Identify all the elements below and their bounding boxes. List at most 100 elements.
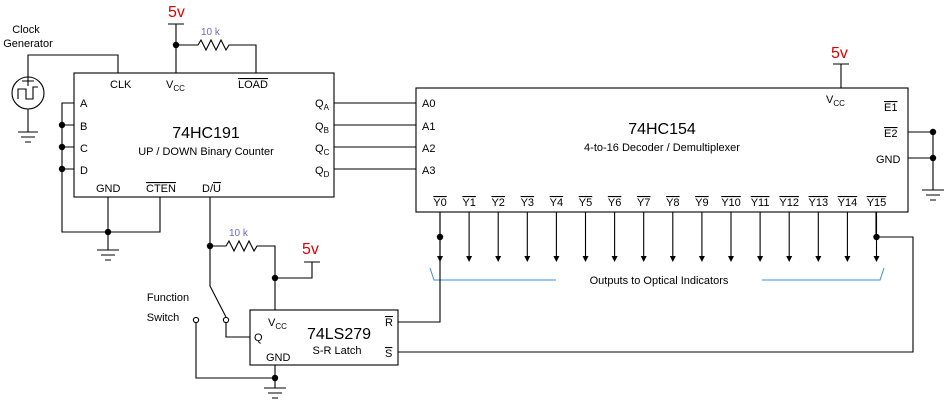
ground-icon — [97, 249, 119, 261]
decoder-output-label-y9: Y9 — [695, 197, 708, 209]
output-arrow-icon — [757, 256, 764, 262]
resistor-label-load: 10 k — [201, 27, 221, 38]
address-bus — [334, 102, 416, 170]
latch-body — [249, 309, 399, 366]
function-switch-label-line2: Switch — [147, 312, 179, 324]
decoder-output-label-y12: Y12 — [779, 197, 799, 209]
output-arrow-icon — [553, 256, 560, 262]
power-label-counter: 5v — [168, 4, 185, 21]
counter-pin-qc: QC — [315, 143, 330, 157]
square-wave-icon — [17, 86, 38, 100]
decoder-output-label-y4: Y4 — [550, 197, 563, 209]
decoder-pin-a0: A0 — [422, 98, 435, 110]
function-switch[interactable]: 10 k Function Switch — [147, 197, 276, 379]
plus-icon — [22, 76, 34, 86]
switch-to-latch-q-wire — [225, 323, 250, 338]
output-arrow-icon — [698, 256, 705, 262]
latch-pin-vcc: VCC — [268, 317, 287, 331]
output-arrow-icon — [728, 256, 734, 262]
switch-ground-wire — [195, 323, 275, 379]
decoder-output-label-y15: Y15 — [867, 197, 887, 209]
ground-icon — [18, 131, 38, 143]
decoder-pin-a1: A1 — [422, 121, 435, 133]
counter-description: UP / DOWN Binary Counter — [138, 146, 274, 158]
decoder-output-label-y10: Y10 — [721, 197, 741, 209]
resistor-label-latch: 10 k — [229, 228, 249, 239]
latch-pin-s: S — [385, 348, 392, 360]
decoder-output-label-y5: Y5 — [579, 197, 592, 209]
power-label-latch: 5v — [302, 241, 319, 258]
latch-pin-r: R — [385, 317, 393, 329]
latch-name: 74LS279 — [307, 326, 371, 343]
output-arrow-icon — [640, 256, 647, 262]
clock-wire — [27, 54, 119, 77]
counter-pin-vcc: VCC — [166, 79, 185, 93]
switch-contact-right — [222, 316, 230, 324]
decoder-output-label-y11: Y11 — [751, 197, 770, 209]
decoder-output-label-y3: Y3 — [521, 197, 534, 209]
decoder-pin-gnd: GND — [876, 154, 901, 166]
counter-vcc-wire — [168, 23, 184, 73]
output-arrow-icon — [495, 256, 502, 262]
y15-to-set-wire — [398, 212, 914, 353]
decoder-pin-a3: A3 — [422, 165, 435, 177]
outputs-bracket-left — [429, 267, 556, 281]
decoder-pin-e2: E2 — [884, 128, 897, 140]
switch-contact-left — [192, 316, 200, 324]
counter-pin-qb: QB — [315, 121, 329, 135]
y0-to-reset-wire — [398, 212, 441, 323]
latch-description: S-R Latch — [313, 345, 362, 357]
decoder-vcc-wire — [833, 63, 849, 88]
latch-pin-gnd: GND — [266, 352, 291, 364]
ground-icon — [264, 387, 286, 399]
decoder-chip: A0 A1 A2 A3 VCC E1 E2 GND 74HC154 4-to-1… — [415, 87, 909, 262]
output-arrow-icon — [815, 256, 822, 262]
decoder-pin-e1: E1 — [884, 102, 897, 114]
decoder-output-label-y7: Y7 — [637, 197, 650, 209]
decoder-output-label-y6: Y6 — [608, 197, 621, 209]
decoder-enable-ground-wire — [908, 131, 934, 190]
output-arrow-icon — [524, 256, 531, 262]
outputs-label: Outputs to Optical Indicators — [590, 275, 729, 287]
decoder-output-label-y2: Y2 — [491, 197, 504, 209]
outputs-bracket-right — [762, 267, 885, 281]
decoder-output-label-y13: Y13 — [809, 197, 829, 209]
latch-ground-net — [264, 365, 286, 399]
counter-pin-cten: CTEN — [146, 183, 176, 195]
output-arrow-icon — [466, 256, 473, 262]
load-resistor — [176, 38, 257, 73]
latch-pin-q: Q — [254, 332, 263, 344]
output-arrow-icon — [611, 256, 618, 262]
counter-pin-du: D/U — [202, 183, 221, 195]
output-arrow-icon — [582, 256, 589, 262]
decoder-output-label-y1: Y1 — [462, 197, 475, 209]
latch-power-net: 5v — [271, 241, 320, 282]
power-label-decoder: 5v — [831, 45, 848, 62]
latch-pullup-resistor — [210, 239, 276, 310]
counter-pin-a: A — [80, 98, 88, 110]
clock-label-line2: Generator — [3, 38, 53, 50]
counter-chip: CLK VCC LOAD A B C D GND CTEN D/U QA QB … — [73, 72, 335, 198]
output-arrow-icon — [786, 256, 793, 262]
decoder-pin-vcc: VCC — [826, 94, 845, 108]
decoder-description: 4-to-16 Decoder / Demultiplexer — [584, 142, 740, 154]
decoder-output-label-y14: Y14 — [838, 197, 858, 209]
counter-name: 74HC191 — [172, 125, 240, 142]
counter-power-net: 5v 10 k — [168, 4, 257, 73]
counter-pin-d: D — [80, 165, 88, 177]
counter-pin-b: B — [80, 121, 87, 133]
output-arrow-icon — [669, 256, 676, 262]
decoder-output-label-y8: Y8 — [666, 197, 679, 209]
counter-ground-net — [58, 102, 161, 261]
counter-pin-c: C — [80, 143, 88, 155]
counter-pin-gnd: GND — [96, 183, 121, 195]
decoder-power-net: 5v — [831, 45, 944, 201]
output-arrow-icon — [844, 256, 851, 262]
decoder-pin-a2: A2 — [422, 143, 435, 155]
counter-pin-load: LOAD — [238, 79, 268, 91]
switch-blade[interactable] — [209, 285, 227, 318]
latch-chip: VCC Q GND R S 74LS279 S-R Latch — [249, 309, 399, 366]
